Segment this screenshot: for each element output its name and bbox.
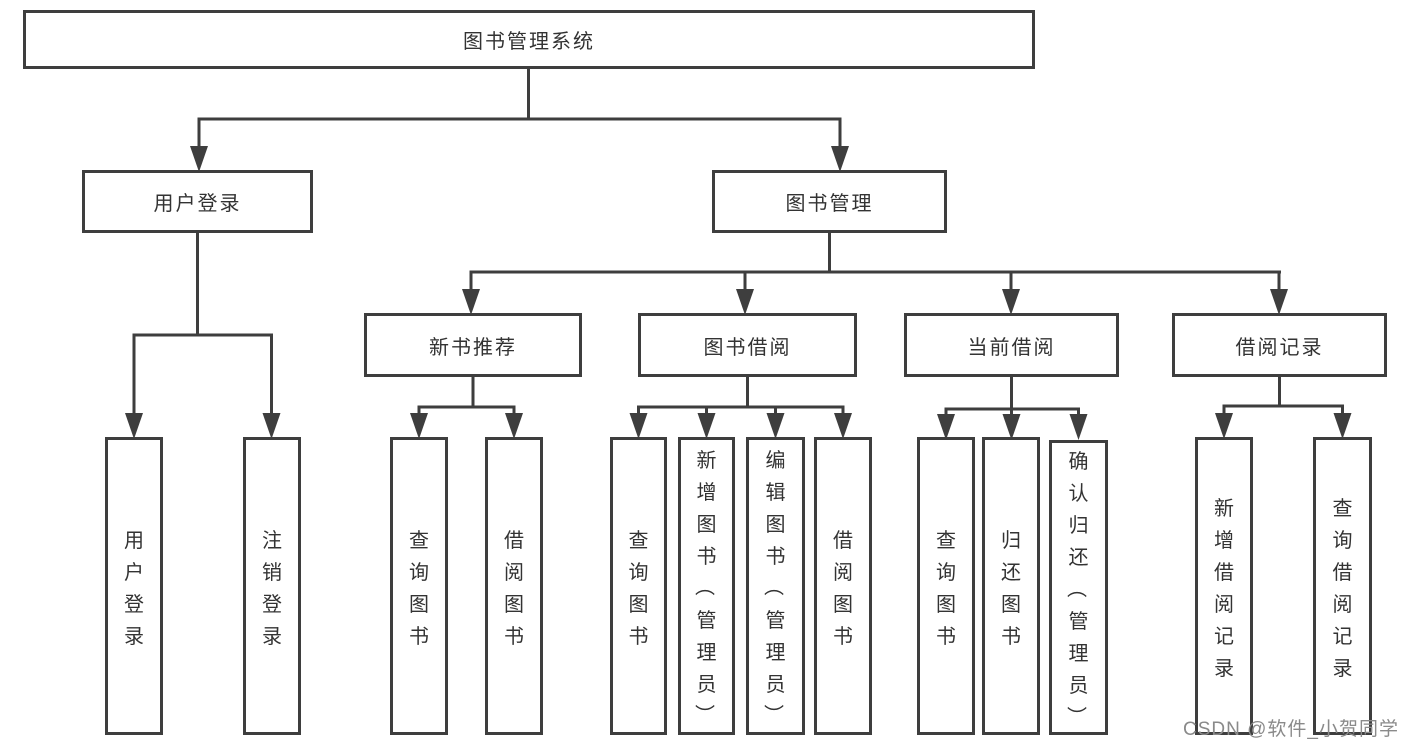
- leaf-borrow-query: 查询图书: [610, 437, 667, 735]
- node-book-borrow: 图书借阅: [638, 313, 857, 377]
- leaf-user-login: 用户登录: [105, 437, 163, 735]
- connector-currentborrow-to-leaves: [937, 377, 1088, 440]
- connector-bookborrow-to-leaves: [629, 377, 852, 439]
- connector-newbook-to-leaves: [410, 377, 523, 439]
- leaf-current-return: 归还图书: [982, 437, 1040, 735]
- leaf-newbook-query: 查询图书: [390, 437, 448, 735]
- leaf-borrow-edit: 编辑图书（管理员）: [746, 437, 805, 735]
- leaf-records-query: 查询借阅记录: [1313, 437, 1372, 735]
- leaf-current-query: 查询图书: [917, 437, 975, 735]
- leaf-records-add: 新增借阅记录: [1195, 437, 1253, 735]
- leaf-borrow-borrow: 借阅图书: [814, 437, 872, 735]
- node-book-management: 图书管理: [712, 170, 947, 233]
- leaf-logout: 注销登录: [243, 437, 301, 735]
- connector-bookmgmt-to-level3: [462, 233, 1288, 315]
- watermark: CSDN @软件_小贺同学: [1183, 719, 1399, 740]
- connector-records-to-leaves: [1215, 377, 1352, 439]
- node-user-login: 用户登录: [82, 170, 313, 233]
- leaf-borrow-add: 新增图书（管理员）: [678, 437, 735, 735]
- node-new-book: 新书推荐: [364, 313, 582, 377]
- leaf-newbook-borrow: 借阅图书: [485, 437, 543, 735]
- connector-root-to-level2: [190, 69, 849, 172]
- connector-userlogin-to-leaves: [125, 233, 281, 439]
- node-current-borrow: 当前借阅: [904, 313, 1119, 377]
- node-borrow-records: 借阅记录: [1172, 313, 1387, 377]
- node-root: 图书管理系统: [23, 10, 1035, 69]
- leaf-current-confirm: 确认归还（管理员）: [1049, 440, 1108, 735]
